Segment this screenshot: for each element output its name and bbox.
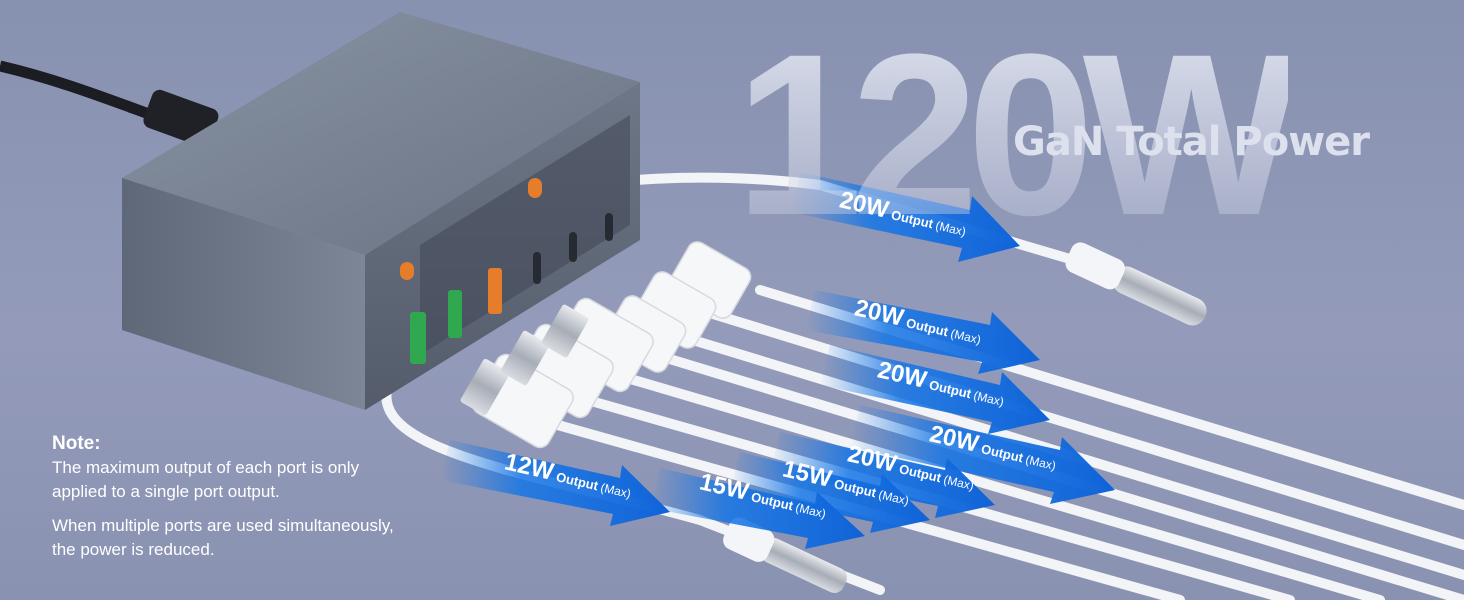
headline-watt: 120W: [735, 6, 1300, 263]
arrow-4: [850, 405, 1115, 504]
arrow-1: [790, 172, 1020, 262]
port-usb-a2: [448, 290, 462, 338]
arrow-2: [805, 290, 1040, 374]
headline-subtitle: GaN Total Power: [1013, 119, 1370, 165]
arrow-6: [730, 452, 930, 533]
hub-side: [122, 178, 365, 410]
power-cord: [0, 60, 162, 124]
note-title: Note:: [52, 433, 101, 454]
hub-top: [122, 12, 640, 255]
note-line-1: The maximum output of each port is only: [52, 458, 360, 477]
note-line-3: When multiple ports are used simultaneou…: [52, 516, 394, 535]
note-line-2: applied to a single port output.: [52, 482, 280, 501]
connector-heads: [460, 241, 1207, 593]
arrow-7: [650, 468, 865, 549]
usb-c-head: [1065, 242, 1207, 326]
port-usb-c2: [605, 213, 613, 241]
output-arrows: [440, 172, 1115, 549]
port-usb-a3: [410, 312, 426, 364]
port-indicator-left: [400, 262, 414, 280]
arrow-8: [440, 440, 670, 526]
port-indicator-right: [528, 178, 542, 198]
note-line-4: the power is reduced.: [52, 540, 215, 559]
port-usb-c4: [533, 252, 541, 284]
note-block: Note: The maximum output of each port is…: [52, 432, 472, 562]
arrow-3: [820, 345, 1050, 434]
port-usb-a1: [488, 268, 502, 314]
ports: [400, 178, 613, 364]
port-usb-c3: [569, 232, 577, 262]
